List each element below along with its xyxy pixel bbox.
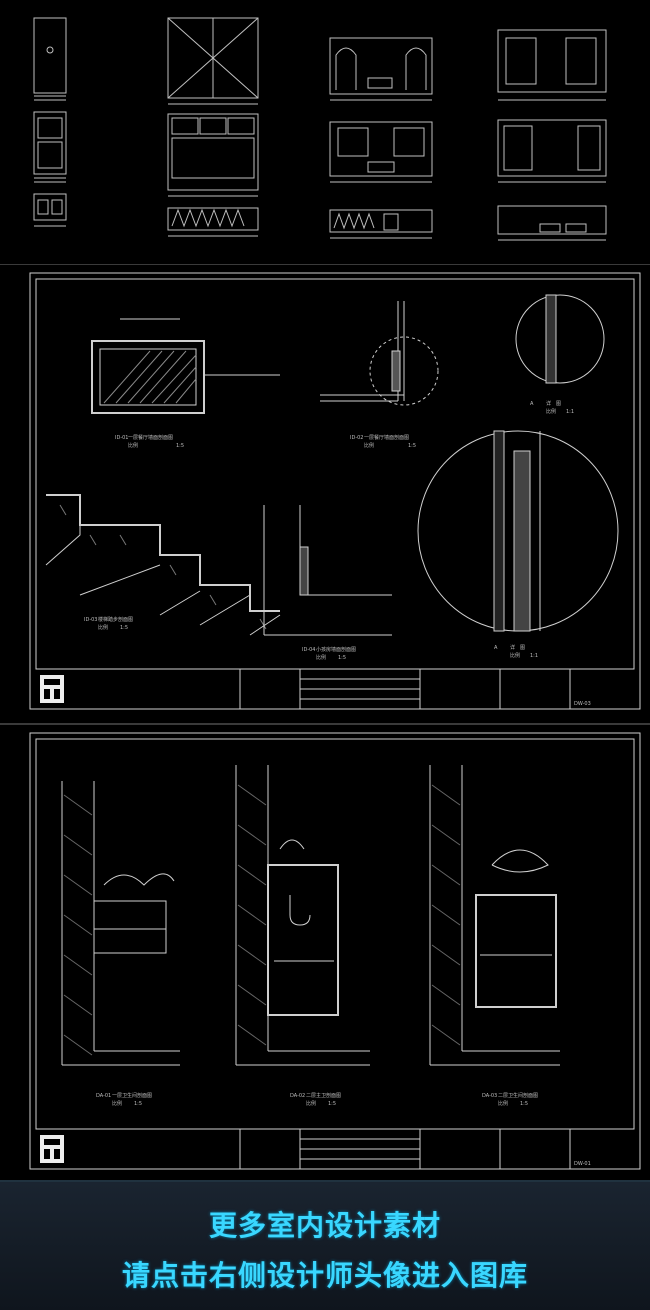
logo [40, 675, 64, 703]
detail-tag: ID-04 [302, 647, 316, 653]
detail-scale: 1:5 [328, 1101, 336, 1107]
detail-title: 详 图 [510, 644, 525, 651]
promo-banner[interactable]: 更多室内设计素材 请点击右侧设计师头像进入图库 [0, 1180, 650, 1310]
bathroom-section-panel: 一层卫生间剖面图 DA-01 比例 1:5 二层主卫剖面图 DA-02 比例 1… [0, 724, 650, 1181]
detail-title: 小孩房墙面剖面图 [316, 646, 356, 653]
detail-tag: ID-02 [350, 435, 364, 441]
detail-tag: DA-03 [482, 1093, 497, 1099]
detail-title: 一层餐厅墙面剖面图 [128, 434, 173, 441]
promo-line-1: 更多室内设计素材 [208, 1209, 441, 1242]
detail-sheet-panel: 一层餐厅墙面剖面图 ID-01 比例 1:5 一层餐厅墙面剖面图 ID-02 比… [0, 264, 650, 724]
elevation-drawings [33, 17, 607, 241]
detail-drawings: 一层餐厅墙面剖面图 ID-01 比例 1:5 一层餐厅墙面剖面图 ID-02 比… [29, 272, 641, 710]
sheet-number: DW-03 [574, 701, 591, 707]
detail-scale-label: 比例 [112, 1100, 122, 1107]
detail-scale: 1:5 [120, 625, 128, 631]
detail-scale: 1:1 [530, 653, 538, 659]
detail-scale-label: 比例 [510, 652, 520, 659]
detail-title: 楼梯踏步剖面图 [98, 616, 133, 623]
detail-tag: ID-01 [115, 435, 129, 441]
logo [40, 1135, 64, 1163]
detail-scale-label: 比例 [364, 442, 374, 449]
detail-title: 一层餐厅墙面剖面图 [364, 434, 409, 441]
detail-title: 详 图 [546, 400, 561, 407]
detail-scale-label: 比例 [546, 408, 556, 415]
detail-tag: DA-01 [96, 1093, 111, 1099]
detail-scale: 1:5 [408, 443, 416, 449]
detail-scale: 1:5 [520, 1101, 528, 1107]
elevation-sheet-panel [0, 0, 650, 262]
detail-scale: 1:5 [176, 443, 184, 449]
detail-scale: 1:5 [338, 655, 346, 661]
detail-tag: A [530, 401, 534, 407]
detail-title: 二层卫生间剖面图 [498, 1092, 538, 1099]
bathroom-section-drawings: 一层卫生间剖面图 DA-01 比例 1:5 二层主卫剖面图 DA-02 比例 1… [29, 732, 641, 1170]
sheet-number: DW-01 [574, 1161, 591, 1167]
detail-scale-label: 比例 [98, 624, 108, 631]
detail-scale-label: 比例 [316, 654, 326, 661]
detail-title: 一层卫生间剖面图 [112, 1092, 152, 1099]
detail-scale-label: 比例 [498, 1100, 508, 1107]
detail-tag: DA-02 [290, 1093, 305, 1099]
detail-tag: ID-03 [84, 617, 98, 623]
detail-tag: A [494, 645, 498, 651]
detail-scale: 1:5 [134, 1101, 142, 1107]
detail-scale-label: 比例 [128, 442, 138, 449]
detail-scale-label: 比例 [306, 1100, 316, 1107]
detail-scale: 1:1 [566, 409, 574, 415]
detail-title: 二层主卫剖面图 [306, 1092, 341, 1099]
promo-line-2[interactable]: 请点击右侧设计师头像进入图库 [121, 1259, 528, 1292]
